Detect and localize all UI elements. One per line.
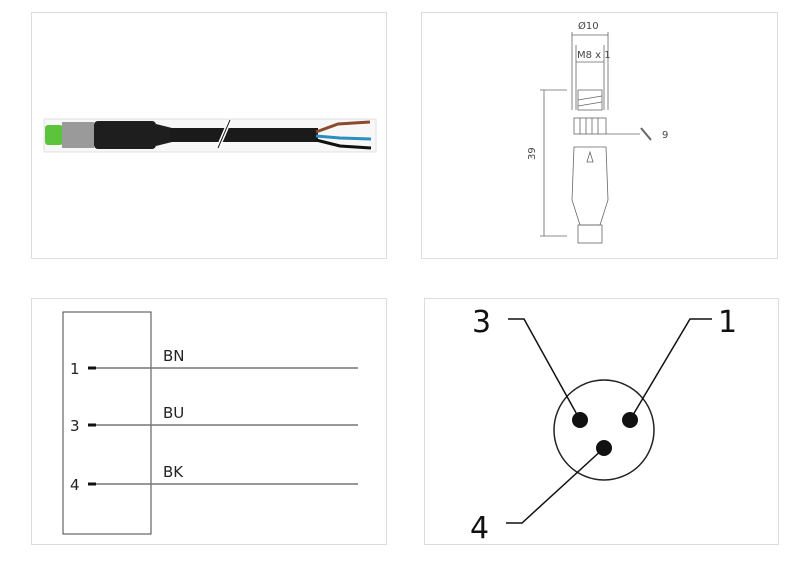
- threaded-tip: [577, 89, 603, 111]
- pinout-label-4: 4: [470, 511, 489, 546]
- cable-break-line: [217, 119, 231, 149]
- knurl-lines: [579, 118, 599, 134]
- wire-brown: [315, 120, 371, 134]
- wire-color-bn: BN: [163, 347, 185, 365]
- wiring-diagram: [62, 311, 358, 535]
- wrench-icon: [640, 127, 652, 141]
- pin-number-4: 4: [70, 476, 80, 494]
- pinout-label-3: 3: [472, 305, 491, 340]
- pin-number-3: 3: [70, 417, 80, 435]
- pinout-diagram: [506, 318, 712, 524]
- pin-number-1: 1: [70, 360, 80, 378]
- length-label: 39: [527, 147, 538, 160]
- orientation-arrow-icon: [586, 150, 594, 163]
- wire-black: [315, 138, 372, 150]
- connector-box: [62, 311, 152, 535]
- thread-lines: [577, 95, 603, 107]
- wrench-size-label: 9: [662, 130, 668, 141]
- pin-1-leader-line: [629, 318, 712, 421]
- pinout-panel: [424, 298, 779, 545]
- thread-label: M8 x 1: [577, 50, 611, 61]
- cable-stub: [577, 224, 603, 244]
- connector-body-outline: [571, 146, 609, 226]
- connector-knurled-nut: [62, 122, 94, 148]
- wire-blue: [315, 134, 372, 141]
- wire-color-bk: BK: [163, 463, 184, 481]
- connector-face-outline: [553, 379, 655, 481]
- cable: [170, 128, 318, 142]
- outer-diameter-label: Ø10: [578, 20, 599, 32]
- connector-green-tip: [45, 125, 63, 145]
- wire-color-bu: BU: [163, 404, 184, 422]
- pin-4-leader-line: [506, 447, 605, 524]
- pinout-label-1: 1: [718, 305, 737, 340]
- dimension-drawing-panel: [421, 12, 778, 259]
- connector-body: [94, 121, 156, 149]
- pin-3-leader-line: [508, 318, 581, 421]
- wiring-diagram-panel: [31, 298, 387, 545]
- cable-connector-photo: [43, 118, 377, 153]
- dimension-drawing: [540, 32, 652, 244]
- coupling-nut: [573, 117, 607, 135]
- connector-strain-relief: [156, 124, 172, 146]
